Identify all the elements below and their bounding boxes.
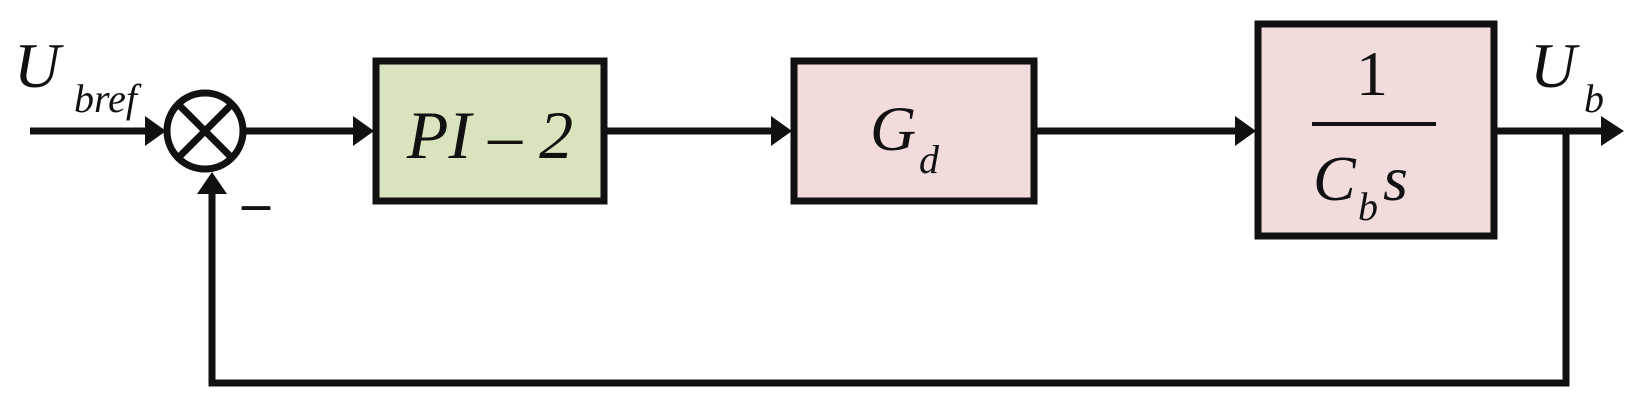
plant-label-subscript: d (919, 137, 940, 182)
integrator-denominator-subscript: b (1358, 184, 1378, 229)
summing-junction (163, 89, 247, 173)
integrator-block: 1 C b s (1254, 20, 1498, 240)
controller-input-arrowhead (353, 116, 374, 146)
output-signal-label: U b (1530, 30, 1604, 121)
feedback-path (208, 131, 1570, 387)
integrator-denominator-base: C (1313, 143, 1357, 214)
input-signal-subscript: bref (74, 76, 142, 121)
feedback-arrowhead (197, 172, 227, 194)
output-signal-subscript: b (1584, 76, 1604, 121)
summing-junction-cross-b (175, 101, 235, 161)
feedback-minus-sign: – (241, 172, 271, 234)
plant-box (790, 57, 1038, 205)
input-arrowhead (145, 116, 166, 146)
input-signal-base: U (14, 30, 64, 101)
output-arrowhead (1601, 116, 1624, 146)
integrator-numerator: 1 (1356, 38, 1388, 109)
controller-box (372, 57, 608, 205)
integrator-denominator-variable: s (1383, 143, 1408, 214)
integrator-input-arrowhead (1235, 116, 1256, 146)
integrator-box (1254, 20, 1498, 240)
plant-label-base: G (870, 93, 916, 164)
plant-input-arrowhead (771, 116, 792, 146)
plant-block: G d (790, 57, 1038, 205)
controller-block: PI – 2 (372, 57, 608, 205)
controller-label: PI – 2 (406, 97, 573, 173)
output-signal-base: U (1530, 30, 1580, 101)
input-signal-label: U bref (14, 30, 142, 121)
